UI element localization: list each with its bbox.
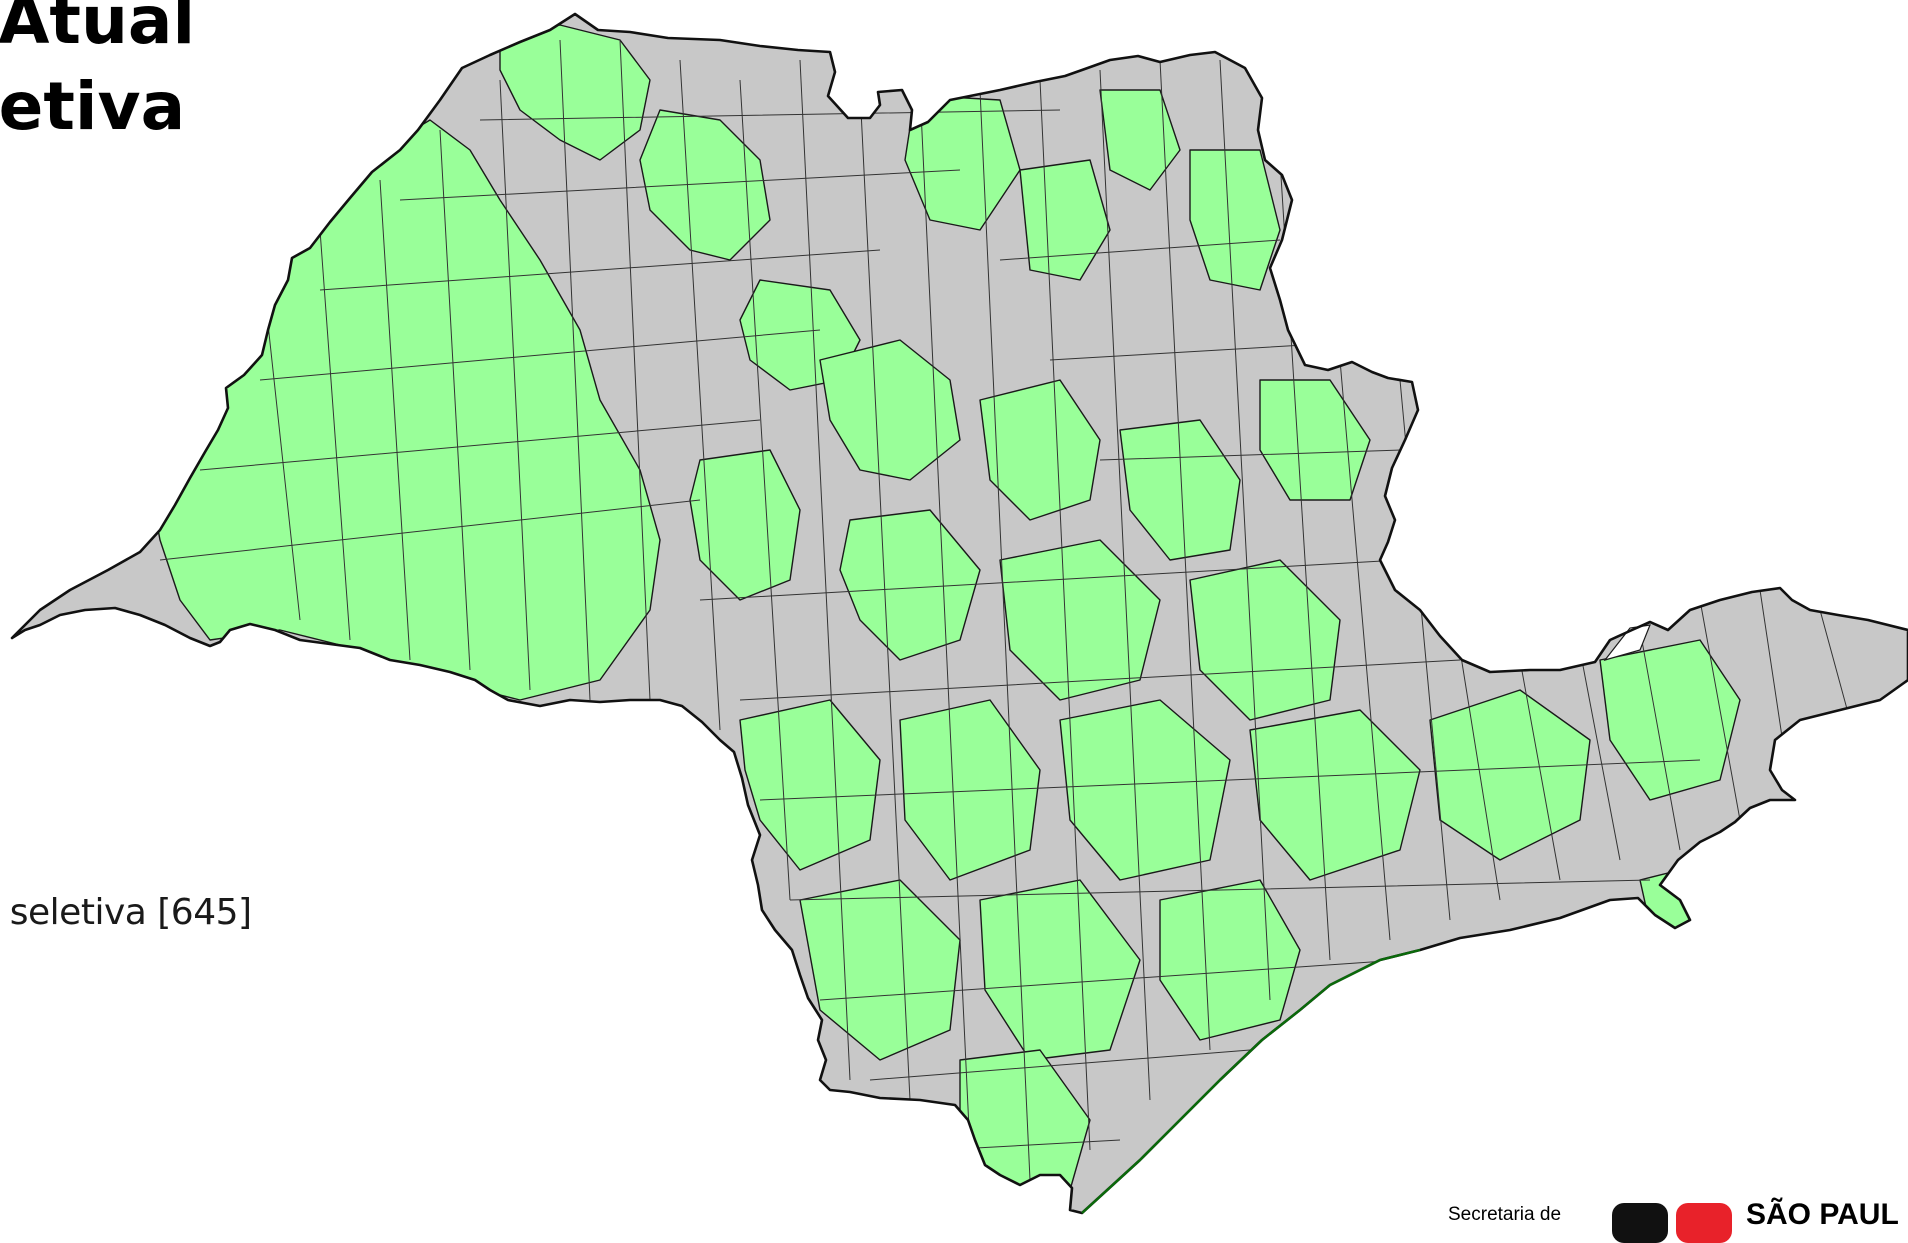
border-lines-horizontal: [159, 109, 1701, 1151]
green-region-south-1: [739, 699, 881, 871]
footer-brand-text: SÃO PAUL: [1746, 1198, 1899, 1231]
green-region-south-3: [1059, 699, 1231, 881]
map-title-line2: letiva: [0, 68, 186, 145]
green-region-center-2: [689, 449, 801, 601]
green-region-coast-3: [1599, 639, 1741, 801]
green-region-south-6: [979, 879, 1141, 1061]
green-region-center-4: [1119, 419, 1241, 561]
green-region-center-1: [819, 339, 961, 481]
green-region-south-2: [899, 699, 1041, 881]
green-region-coast-1: [1159, 879, 1301, 1041]
municipalities-with-collection: [139, 24, 1741, 1191]
coastline-accent: [1081, 948, 1421, 1214]
green-region-center-3: [979, 379, 1101, 521]
logo-red-shape: [1676, 1203, 1732, 1243]
green-region-northeast-2: [1019, 159, 1111, 281]
green-region-north-2: [639, 109, 771, 261]
green-region-northeast-3: [1099, 89, 1181, 191]
green-region-north-1: [499, 24, 651, 161]
map-title: o Atual letiva: [0, 0, 195, 150]
logo-black-shape: [1612, 1203, 1668, 1243]
green-region-coast-2: [1429, 689, 1591, 861]
green-region-northeast-4: [1189, 149, 1281, 291]
map-title-line1: o Atual: [0, 0, 196, 59]
municipality-borders: [159, 39, 1851, 1181]
green-region-island: [1639, 869, 1701, 931]
footer-secretaria-text: Secretaria de: [1448, 1204, 1562, 1225]
green-region-south-5: [799, 879, 961, 1061]
green-region-center-7: [999, 539, 1161, 701]
border-lines-vertical: [259, 39, 1851, 1181]
green-region-center-5: [1259, 379, 1371, 501]
legend-label: eta seletiva [645]: [0, 892, 252, 933]
green-region-northeast-1: [904, 94, 1021, 231]
green-region-center-8: [1189, 559, 1341, 721]
grey-notch: [1603, 624, 1651, 662]
